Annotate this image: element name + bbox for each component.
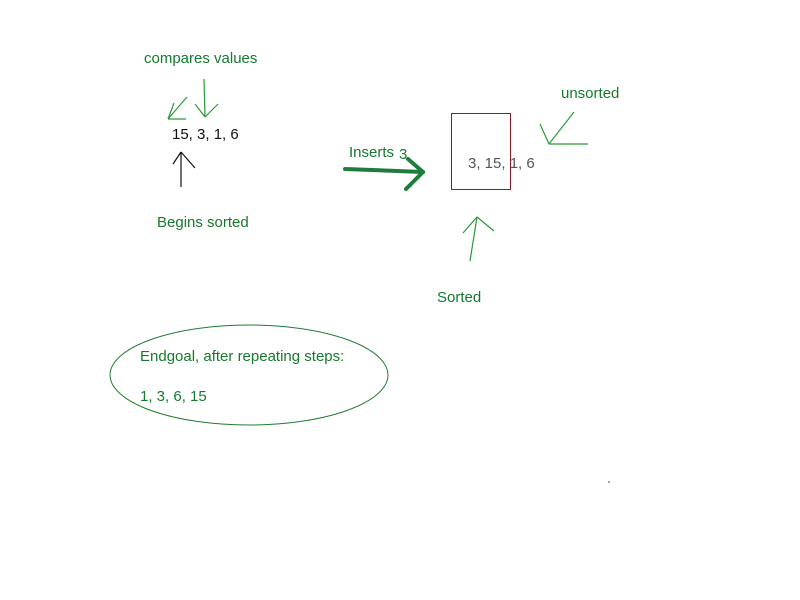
left-array-text: 15, 3, 1, 6 <box>172 126 239 143</box>
compares-arrow-diagonal <box>167 96 188 120</box>
sorted-label: Sorted <box>437 289 482 306</box>
sorted-arrow-up <box>462 216 495 262</box>
compares-arrow-down <box>194 78 219 118</box>
right-array-text: 3, 15, 1, 6 <box>468 155 535 172</box>
unsorted-label: unsorted <box>561 85 620 102</box>
endgoal-title: Endgoal, after repeating steps: <box>140 348 345 365</box>
unsorted-arrow <box>539 111 588 145</box>
endgoal-ellipse <box>109 324 389 426</box>
endgoal-result: 1, 3, 6, 15 <box>140 388 207 405</box>
compares-values-label: compares values <box>144 50 258 67</box>
begins-sorted-label: Begins sorted <box>157 214 249 231</box>
inserts-label: Inserts <box>349 144 395 161</box>
inserted-value: 3 <box>399 146 408 163</box>
stray-dot <box>608 481 610 483</box>
sorted-region-box <box>451 113 511 190</box>
inserts-arrow <box>343 157 425 191</box>
begins-sorted-arrow-up <box>172 151 196 187</box>
